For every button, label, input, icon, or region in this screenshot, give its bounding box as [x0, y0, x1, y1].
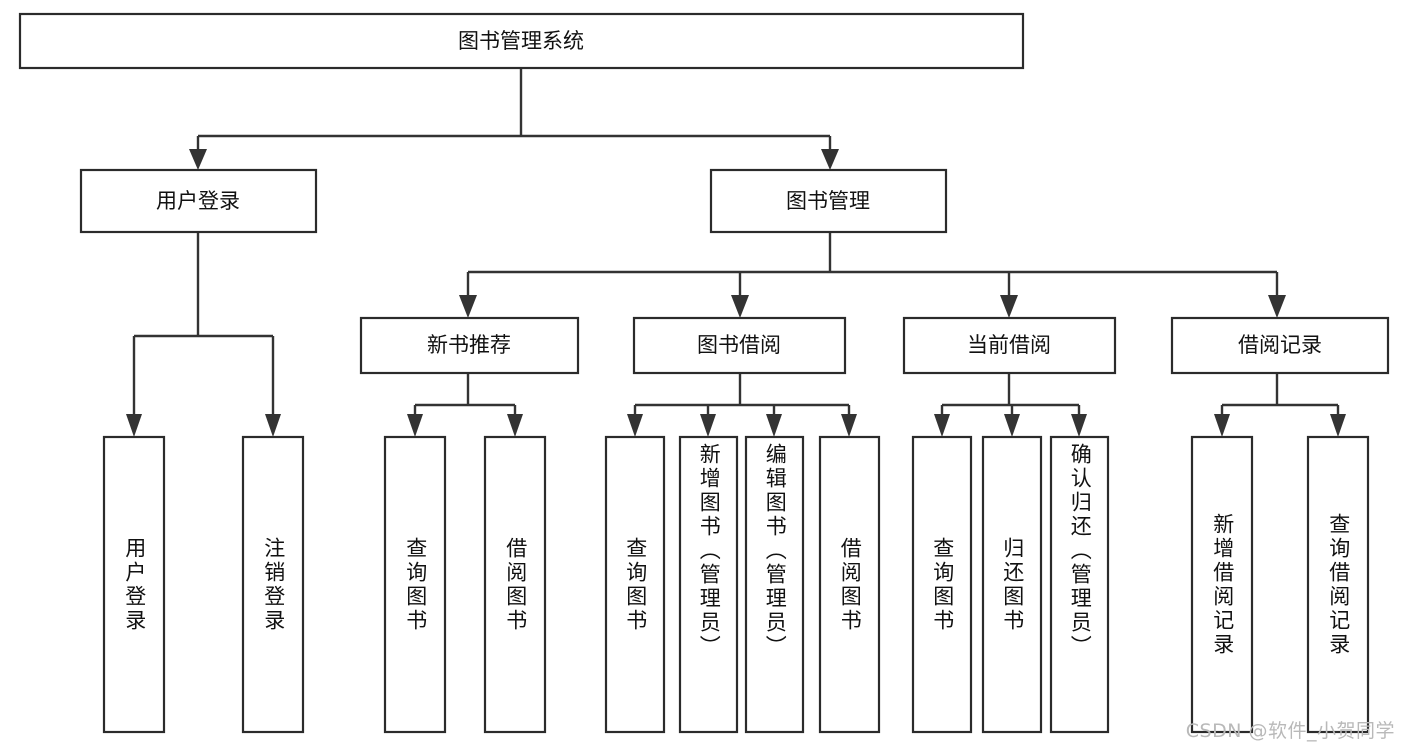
arrow-head-leaf-query-record	[1330, 414, 1346, 437]
leaf-label-borrow-book-1: 借阅图书	[503, 536, 528, 633]
node-leaf-query-book-3-box[interactable]	[911, 435, 973, 734]
leaf-label-user-login: 用户登录	[122, 536, 147, 633]
node-book-management-box[interactable]	[709, 168, 948, 234]
node-book-management-label: 图书管理	[786, 189, 870, 213]
node-new-book-recommend[interactable]: 新书推荐	[359, 316, 580, 375]
leaf-label-logout: 注销登录	[261, 536, 286, 633]
leaf-label-confirm-return-wrap: 确认归还（管理员）	[1051, 437, 1108, 732]
leaf-label-logout-wrap: 注销登录	[243, 437, 303, 732]
arrow-head-leaf-add-record	[1214, 414, 1230, 437]
connector-group-root	[189, 68, 839, 170]
node-leaf-borrow-book-2-box[interactable]	[818, 435, 881, 734]
arrow-head-user-login	[189, 149, 207, 170]
leaf-label-borrow-book-2: 借阅图书	[838, 536, 863, 633]
node-user-login[interactable]: 用户登录	[79, 168, 318, 234]
leaf-label-add-record-wrap: 新增借阅记录	[1192, 437, 1252, 732]
leaf-label-return-book-wrap: 归还图书	[983, 437, 1041, 732]
node-user-login-label: 用户登录	[156, 189, 240, 213]
arrow-head-book-borrow	[731, 295, 749, 318]
leaf-label-query-book-1: 查询图书	[403, 536, 428, 633]
arrow-head-book-management	[821, 149, 839, 170]
node-leaf-edit-book-box[interactable]	[744, 435, 805, 734]
arrow-head-leaf-logout	[265, 414, 281, 437]
leaf-label-query-record: 查询借阅记录	[1326, 512, 1351, 657]
leaf-label-query-book-1-wrap: 查询图书	[385, 437, 445, 732]
arrow-head-leaf-edit-book	[766, 414, 782, 437]
node-leaf-add-record-box[interactable]	[1190, 435, 1254, 734]
leaf-label-borrow-book-1-wrap: 借阅图书	[485, 437, 545, 732]
leaf-label-borrow-book-2-wrap: 借阅图书	[820, 437, 879, 732]
arrow-head-leaf-query-book-1	[407, 414, 423, 437]
node-current-borrow-box[interactable]	[902, 316, 1117, 375]
arrow-head-leaf-return-book	[1004, 414, 1020, 437]
node-borrow-records-label: 借阅记录	[1238, 333, 1322, 357]
node-root-box[interactable]	[18, 12, 1025, 70]
connector-group-book-borrow	[627, 373, 857, 437]
arrow-head-leaf-borrow-book-2	[841, 414, 857, 437]
arrow-head-new-book-recommend	[459, 295, 477, 318]
leaf-boxes	[102, 435, 1370, 734]
watermark-text: CSDN @软件_小贺同学	[1185, 720, 1395, 742]
arrow-head-leaf-query-book-2	[627, 414, 643, 437]
node-book-borrow[interactable]: 图书借阅	[632, 316, 847, 375]
connector-group-new-book-recommend	[407, 373, 523, 437]
node-root[interactable]: 图书管理系统	[18, 12, 1025, 70]
connector-group-borrow-records	[1214, 373, 1346, 437]
node-book-borrow-box[interactable]	[632, 316, 847, 375]
leaf-label-query-book-3: 查询图书	[930, 536, 955, 633]
arrow-head-leaf-borrow-book-1	[507, 414, 523, 437]
node-leaf-confirm-return-box[interactable]	[1049, 435, 1110, 734]
node-leaf-return-book-box[interactable]	[981, 435, 1043, 734]
arrow-head-leaf-confirm-return	[1071, 414, 1087, 437]
node-book-management[interactable]: 图书管理	[709, 168, 948, 234]
leaf-label-confirm-return: 确认归还（管理员）	[1068, 443, 1093, 659]
node-book-borrow-label: 图书借阅	[697, 333, 781, 357]
leaf-label-user-login-wrap: 用户登录	[104, 437, 164, 732]
leaf-label-add-record: 新增借阅记录	[1210, 512, 1235, 657]
leaf-label-edit-book: 编辑图书（管理员）	[763, 443, 788, 659]
node-leaf-add-book-box[interactable]	[678, 435, 739, 734]
node-leaf-logout-box[interactable]	[241, 435, 305, 734]
node-user-login-box[interactable]	[79, 168, 318, 234]
node-leaf-query-record-box[interactable]	[1306, 435, 1370, 734]
leaf-label-add-book-wrap: 新增图书（管理员）	[680, 437, 737, 732]
leaf-label-add-book: 新增图书（管理员）	[697, 443, 722, 659]
arrow-head-leaf-query-book-3	[934, 414, 950, 437]
node-borrow-records[interactable]: 借阅记录	[1170, 316, 1390, 375]
node-borrow-records-box[interactable]	[1170, 316, 1390, 375]
node-leaf-user-login-box[interactable]	[102, 435, 166, 734]
leaf-label-query-record-wrap: 查询借阅记录	[1308, 437, 1368, 732]
connector-group-user-login	[126, 232, 281, 437]
node-leaf-borrow-book-1-box[interactable]	[483, 435, 547, 734]
node-new-book-recommend-box[interactable]	[359, 316, 580, 375]
arrow-head-leaf-add-book	[700, 414, 716, 437]
leaf-label-query-book-2-wrap: 查询图书	[606, 437, 664, 732]
node-new-book-recommend-label: 新书推荐	[427, 333, 511, 357]
arrow-head-current-borrow	[1000, 295, 1018, 318]
node-root-label: 图书管理系统	[458, 29, 584, 53]
leaf-label-return-book: 归还图书	[1000, 536, 1025, 633]
node-leaf-query-book-2-box[interactable]	[604, 435, 666, 734]
leaf-label-query-book-2: 查询图书	[623, 536, 648, 633]
arrow-head-leaf-user-login	[126, 414, 142, 437]
connector-group-book-management	[459, 232, 1286, 318]
node-leaf-query-book-1-box[interactable]	[383, 435, 447, 734]
connector-group-current-borrow	[934, 373, 1087, 437]
node-current-borrow-label: 当前借阅	[967, 333, 1051, 357]
arrow-head-borrow-records	[1268, 295, 1286, 318]
leaf-label-query-book-3-wrap: 查询图书	[913, 437, 971, 732]
leaf-label-edit-book-wrap: 编辑图书（管理员）	[746, 437, 803, 732]
node-current-borrow[interactable]: 当前借阅	[902, 316, 1117, 375]
